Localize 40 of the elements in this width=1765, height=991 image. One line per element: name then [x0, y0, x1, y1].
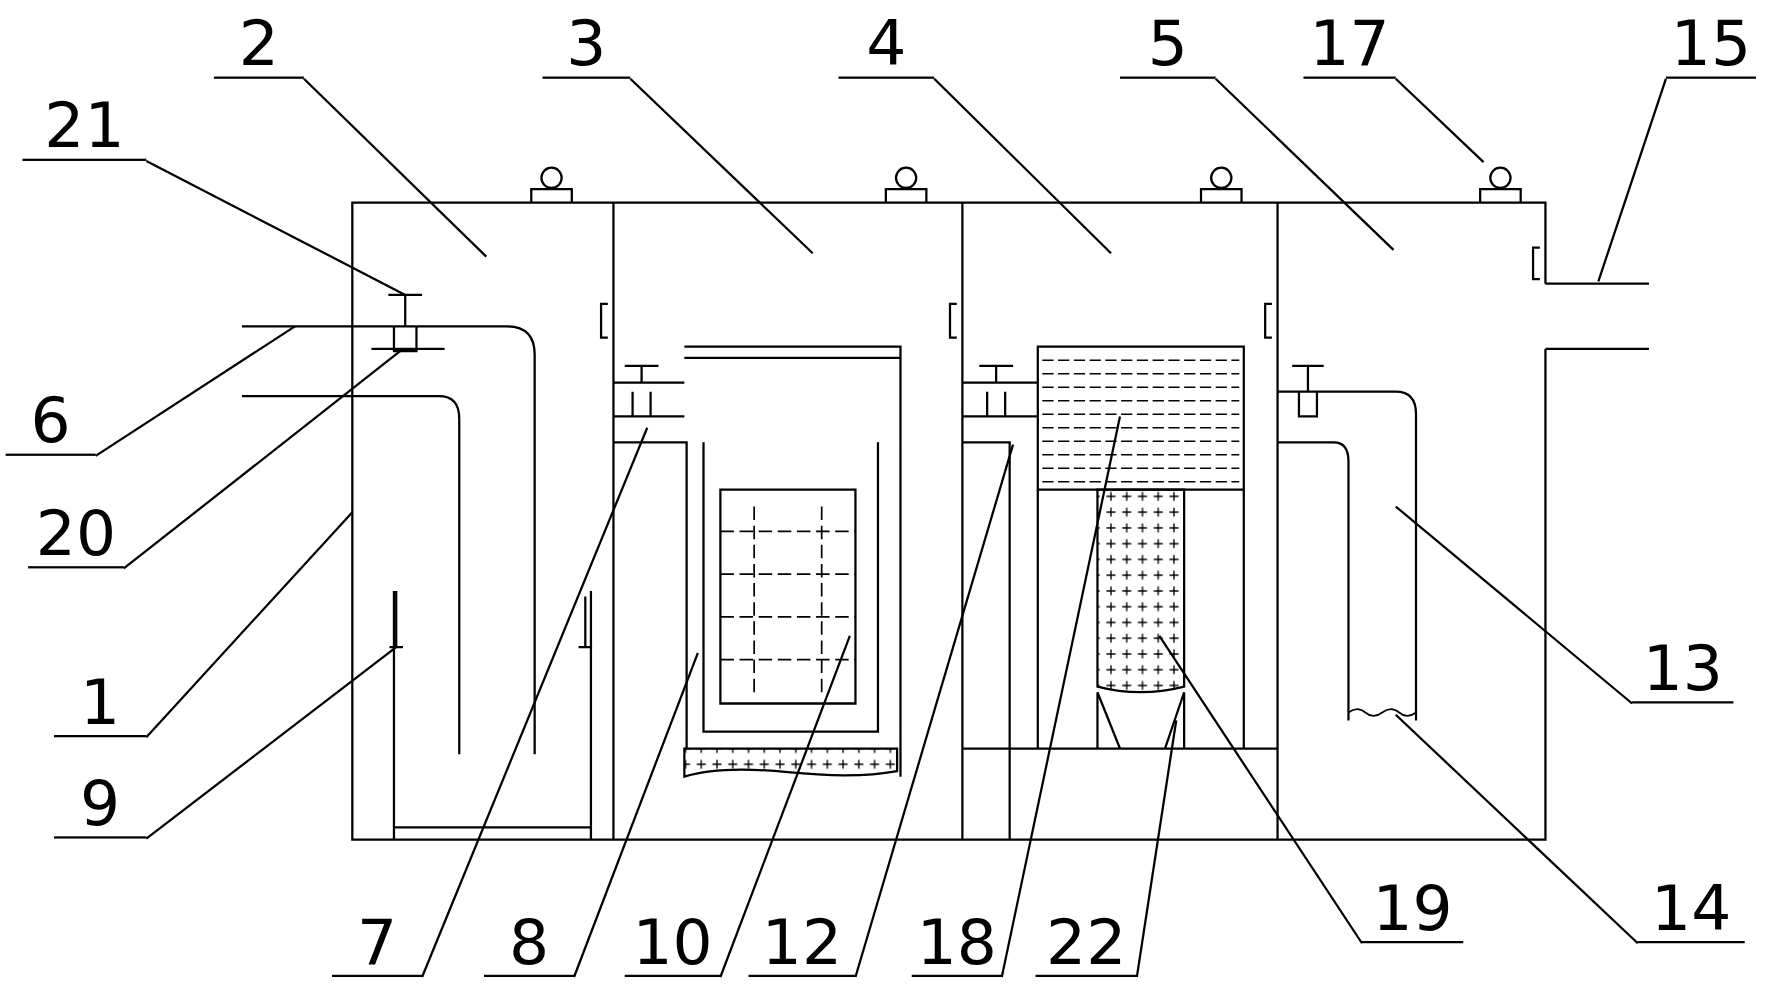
leader-line — [1395, 505, 1633, 705]
leader-line — [303, 78, 488, 258]
leader-line — [1394, 77, 1485, 163]
leader-line — [123, 348, 404, 570]
callout-number: 2 — [213, 9, 304, 79]
callout-number: 4 — [838, 9, 935, 79]
leader-line — [145, 646, 397, 840]
leader-line — [719, 635, 851, 978]
callout-number: 6 — [5, 386, 96, 456]
leader-line — [1135, 720, 1178, 978]
leader-line — [854, 444, 1015, 978]
callout-number: 14 — [1637, 873, 1745, 944]
callout-number: 15 — [1665, 9, 1756, 79]
callout-number: 10 — [624, 907, 721, 977]
leader-line — [573, 652, 699, 978]
callout-number: 18 — [911, 907, 1002, 977]
callout-number: 3 — [542, 9, 631, 79]
leader-line — [1214, 77, 1395, 251]
callout-number: 22 — [1035, 907, 1137, 977]
leader-line — [95, 325, 296, 457]
leader-line — [145, 159, 406, 296]
callout-number: 13 — [1632, 633, 1734, 704]
callout-number: 7 — [332, 907, 423, 977]
leader-line — [629, 77, 814, 255]
callout-number: 5 — [1119, 9, 1216, 79]
leader-line — [1597, 78, 1667, 282]
leader-line — [933, 78, 1112, 255]
callout-number: 9 — [54, 768, 147, 839]
leader-line — [1000, 416, 1122, 978]
callout-number: 1 — [54, 667, 147, 738]
callout-number: 12 — [748, 907, 856, 977]
leader-line — [145, 511, 354, 739]
callout-number: 17 — [1303, 9, 1396, 79]
callout-number: 21 — [22, 91, 147, 161]
callout-number: 8 — [484, 907, 575, 977]
leader-line — [421, 427, 649, 978]
leader-line — [1158, 635, 1363, 944]
callout-number: 20 — [28, 498, 124, 569]
callout-number: 19 — [1362, 873, 1464, 944]
leader-line — [1394, 713, 1639, 945]
